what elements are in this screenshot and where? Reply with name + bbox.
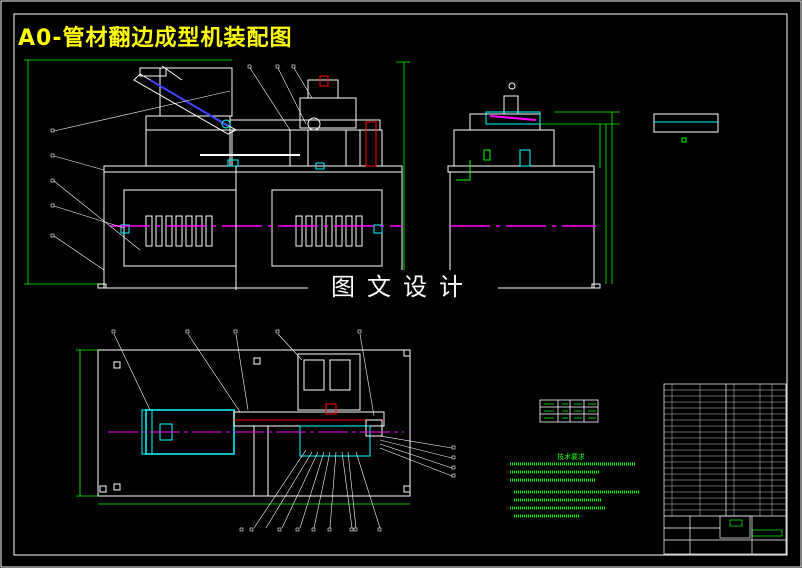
vent-slots-right (295, 215, 363, 247)
technical-notes (510, 462, 640, 518)
parts-list (663, 383, 787, 555)
detail-view (653, 113, 719, 143)
vent-slots-left (145, 215, 213, 247)
front-view (24, 59, 410, 290)
side-view (443, 82, 620, 289)
watermark-text: 图文设计 (308, 270, 498, 304)
technical-notes-title: 技术要求 (557, 453, 585, 461)
small-table (539, 399, 599, 423)
drawing-title: A0-管材翻边成型机装配图 (18, 26, 293, 51)
drawing-frame (13, 13, 788, 556)
top-view (76, 329, 456, 532)
